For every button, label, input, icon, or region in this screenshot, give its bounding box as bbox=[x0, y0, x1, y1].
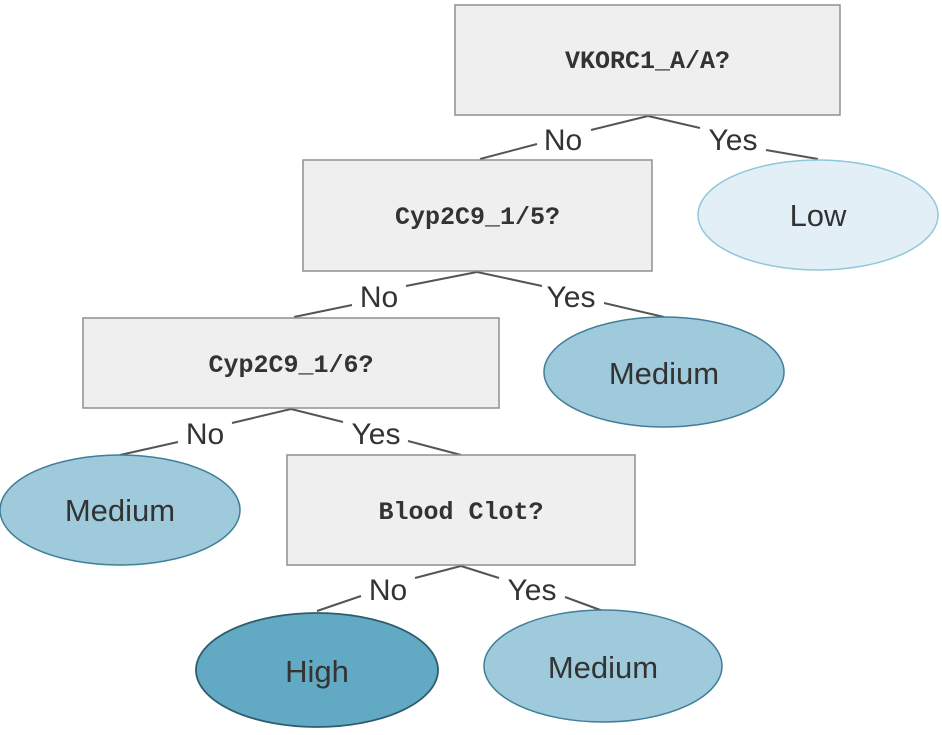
edge-cyp15-no: No bbox=[293, 271, 478, 318]
leaf-medium-clot-yes: Medium bbox=[483, 609, 723, 723]
edge-label-clot-no: No bbox=[369, 574, 407, 607]
leaf-low-label: Low bbox=[790, 198, 847, 233]
leaf-medium-cyp16-no-label: Medium bbox=[65, 493, 175, 528]
node-blood-clot: Blood Clot? bbox=[286, 454, 636, 566]
edge-root-no: No bbox=[479, 115, 649, 160]
node-vkorc1: VKORC1_A/A? bbox=[454, 4, 841, 116]
leaf-medium-cyp15-yes-label: Medium bbox=[609, 356, 719, 391]
node-cyp2c9-1-6-label: Cyp2C9_1/6? bbox=[208, 351, 373, 380]
edge-root-yes: Yes bbox=[647, 115, 819, 160]
node-blood-clot-label: Blood Clot? bbox=[378, 498, 543, 527]
edge-label-cyp16-no: No bbox=[186, 418, 224, 451]
leaf-medium-cyp15-yes: Medium bbox=[543, 316, 785, 428]
edge-label-root-no: No bbox=[544, 124, 582, 157]
node-cyp2c9-1-6: Cyp2C9_1/6? bbox=[82, 317, 500, 409]
leaf-medium-clot-yes-label: Medium bbox=[548, 650, 658, 685]
node-cyp2c9-1-5: Cyp2C9_1/5? bbox=[302, 159, 653, 272]
edge-label-cyp15-yes: Yes bbox=[547, 281, 596, 314]
leaf-high-label: High bbox=[285, 654, 349, 689]
leaf-medium-cyp16-no: Medium bbox=[0, 454, 241, 566]
node-cyp2c9-1-5-label: Cyp2C9_1/5? bbox=[395, 203, 560, 232]
edge-cyp15-yes: Yes bbox=[476, 271, 665, 318]
edge-clot-no: No bbox=[316, 565, 462, 612]
edge-label-cyp16-yes: Yes bbox=[352, 418, 401, 451]
edge-cyp16-no: No bbox=[119, 408, 292, 456]
edge-label-clot-yes: Yes bbox=[508, 574, 557, 607]
edge-label-root-yes: Yes bbox=[709, 124, 758, 157]
edge-clot-yes: Yes bbox=[460, 565, 604, 612]
edge-cyp16-yes: Yes bbox=[290, 408, 462, 456]
node-vkorc1-label: VKORC1_A/A? bbox=[565, 47, 730, 76]
leaf-high: High bbox=[195, 612, 439, 728]
edge-label-cyp15-no: No bbox=[360, 281, 398, 314]
leaf-low: Low bbox=[697, 159, 939, 271]
